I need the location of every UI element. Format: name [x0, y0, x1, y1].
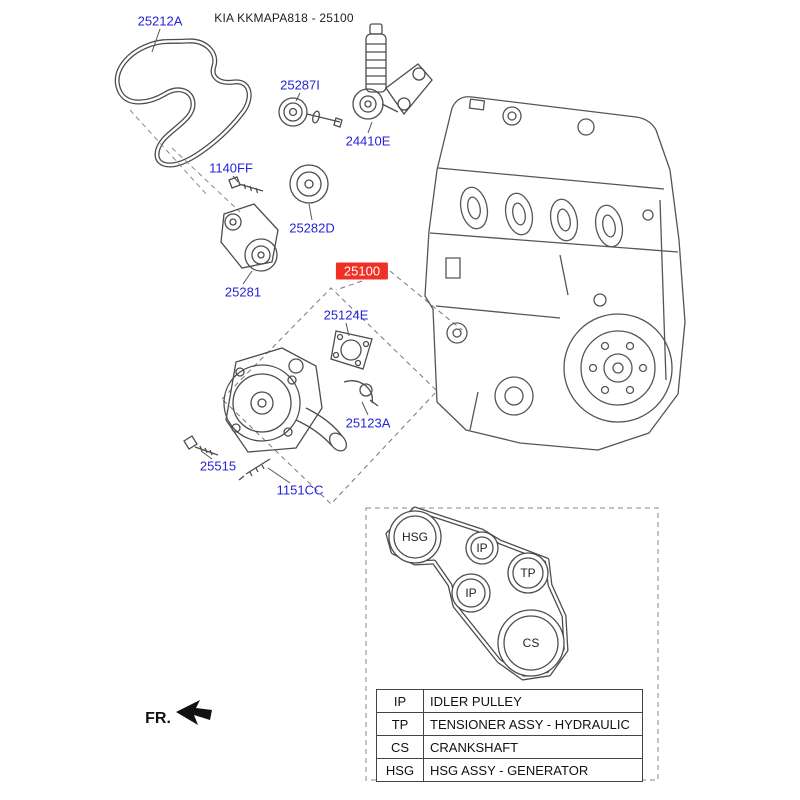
legend-desc: IDLER PULLEY — [423, 689, 643, 713]
label-leader-lines — [151, 28, 373, 484]
gasket-25124E-drawing — [330, 330, 373, 370]
legend-row-tp: TP TENSIONER ASSY - HYDRAULIC — [376, 712, 643, 736]
legend-row-hsg: HSG HSG ASSY - GENERATOR — [376, 758, 643, 782]
tensioner-25281-drawing — [220, 203, 279, 272]
water-pump-assembly-drawing — [223, 347, 348, 453]
belt-diagram-dashed-border — [365, 507, 659, 781]
water-pump-group-dashed-box — [221, 270, 463, 505]
diagram-title: KIA KKMAPA818 - 25100 — [214, 11, 354, 25]
belt-node-tp: TP — [520, 566, 535, 580]
legend-desc: CRANKSHAFT — [423, 735, 643, 759]
part-label-25124E[interactable]: 25124E — [323, 307, 369, 323]
fr-direction-label: FR. — [145, 710, 171, 727]
belt-routing-diagram: HSG IP TP IP CS — [365, 506, 659, 781]
part-label-25281[interactable]: 25281 — [224, 284, 262, 300]
stud-1151CC-drawing — [238, 458, 271, 481]
legend-desc: TENSIONER ASSY - HYDRAULIC — [423, 712, 643, 736]
part-label-1151CC[interactable]: 1151CC — [276, 482, 324, 498]
part-label-25100-highlighted[interactable]: 25100 — [335, 262, 389, 280]
engine-illustration — [424, 96, 686, 451]
serpentine-belt-drawing — [114, 38, 252, 168]
legend-code: TP — [376, 712, 424, 736]
belt-node-ip-left: IP — [465, 586, 476, 600]
part-label-1140FF[interactable]: 1140FF — [209, 160, 253, 176]
part-label-25287I[interactable]: 25287I — [280, 77, 320, 93]
belt-node-ip-top: IP — [476, 541, 487, 555]
idler-pulley-25282D-drawing — [289, 164, 329, 204]
part-label-25123A[interactable]: 25123A — [345, 415, 391, 431]
legend-code: IP — [376, 689, 424, 713]
legend-row-cs: CS CRANKSHAFT — [376, 735, 643, 759]
belt-node-cs: CS — [523, 636, 540, 650]
bolt-1140FF-drawing — [228, 176, 264, 194]
legend-code: HSG — [376, 758, 424, 782]
part-label-24410E[interactable]: 24410E — [345, 133, 391, 149]
pipe-25123A-drawing — [343, 380, 379, 407]
belt-guide-dashed-lines — [129, 109, 241, 213]
idler-pulley-25287I-drawing — [278, 97, 343, 128]
belt-node-hsg: HSG — [402, 530, 428, 544]
legend-row-ip: IP IDLER PULLEY — [376, 689, 643, 713]
part-label-25282D[interactable]: 25282D — [289, 220, 335, 236]
fr-direction-arrow-icon — [176, 700, 212, 725]
bolt-25515-drawing — [183, 435, 219, 456]
part-label-25515[interactable]: 25515 — [199, 458, 237, 474]
part-label-25212A[interactable]: 25212A — [137, 13, 183, 29]
belt-legend-table: IP IDLER PULLEY TP TENSIONER ASSY - HYDR… — [376, 689, 643, 782]
legend-desc: HSG ASSY - GENERATOR — [423, 758, 643, 782]
legend-code: CS — [376, 735, 424, 759]
tensioner-assy-24410E-drawing — [352, 23, 433, 120]
